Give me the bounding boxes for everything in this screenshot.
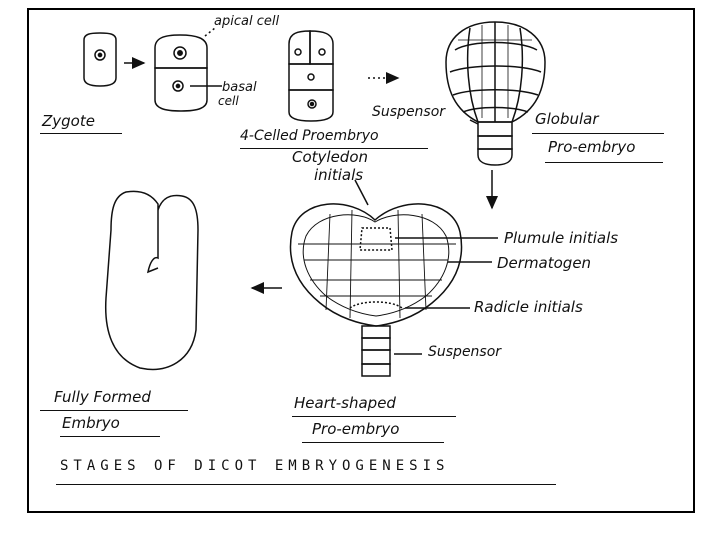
zygote-cell <box>83 32 117 87</box>
diagram-frame <box>27 8 695 513</box>
label-zygote: Zygote <box>42 112 95 130</box>
label-cotyledon-line2: initials <box>314 166 364 184</box>
label-globular-line1: Globular <box>535 110 599 128</box>
label-suspensor-top: Suspensor <box>372 104 446 120</box>
label-radicle-initials: Radicle initials <box>474 298 583 316</box>
underline-fully-formed-2 <box>60 436 160 437</box>
label-basal-cell-line1: basal <box>222 80 257 95</box>
label-fully-formed-line1: Fully Formed <box>54 388 151 406</box>
label-heart-shaped-line1: Heart-shaped <box>294 394 396 412</box>
label-suspensor-bottom: Suspensor <box>428 344 502 360</box>
heart-shaped-proembryo <box>289 179 498 377</box>
underline-globular-2 <box>545 162 663 163</box>
label-basal-cell-line2: cell <box>218 94 239 108</box>
label-cotyledon-line1: Cotyledon <box>292 148 369 166</box>
globular-proembryo <box>445 21 546 166</box>
underline-globular <box>532 133 664 134</box>
title-underline <box>56 484 556 485</box>
label-four-celled-proembryo: 4-Celled Proembryo <box>240 128 379 144</box>
underline-four-celled <box>240 148 428 149</box>
underline-heart-shaped-2 <box>302 442 444 443</box>
label-heart-shaped-line2: Pro-embryo <box>312 420 400 438</box>
four-celled-proembryo <box>288 30 334 122</box>
label-dermatogen: Dermatogen <box>497 254 592 272</box>
underline-fully-formed <box>40 410 188 411</box>
label-plumule-initials: Plumule initials <box>504 229 619 247</box>
two-celled-stage <box>154 27 222 112</box>
label-globular-line2: Pro-embryo <box>548 138 636 156</box>
underline-zygote <box>40 133 122 134</box>
fully-formed-embryo <box>104 190 199 370</box>
label-fully-formed-line2: Embryo <box>62 414 120 432</box>
diagram-title: STAGES OF DICOT EMBRYOGENESIS <box>60 458 450 474</box>
underline-heart-shaped <box>292 416 456 417</box>
label-apical-cell: apical cell <box>214 14 280 29</box>
